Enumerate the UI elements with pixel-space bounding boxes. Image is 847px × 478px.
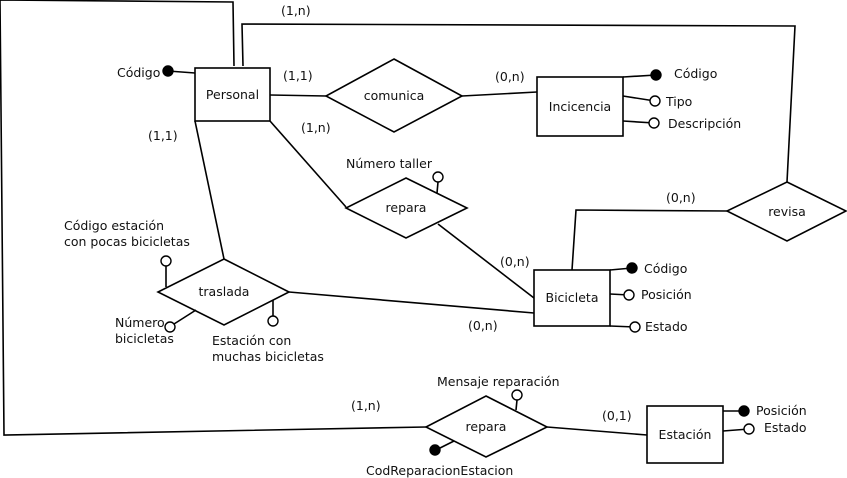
attribute-numero-taller: Número taller [346,156,444,194]
attribute-marker [160,255,172,267]
relation-repara-taller-label: repara [386,200,427,215]
attribute-cod-reparacion-estacion: CodReparacionEstacion [366,440,513,478]
cardinality-repara-estacion-estacion: (0,1) [602,408,632,423]
relation-comunica-label: comunica [364,88,425,103]
entity-personal[interactable]: Personal [194,67,271,122]
line-personal-comunica [269,94,327,97]
cardinality-traslada-personal: (1,1) [148,128,178,143]
line-revisa-bicicleta [571,209,728,271]
attribute-personal-codigo-label: Código [117,65,160,80]
attribute-estacion-destino-line1: Estación con [212,333,291,348]
key-attribute-marker [738,405,750,417]
attribute-incidencia-codigo: Código [622,66,717,81]
relation-repara-taller[interactable]: repara [344,177,469,239]
attribute-bicicleta-posicion-label: Posición [641,287,692,302]
attribute-marker [267,315,279,327]
attribute-mensaje-reparacion: Mensaje reparación [437,374,560,411]
relation-repara-estacion[interactable]: repara [424,395,549,458]
line-personal-repara [269,120,347,208]
line-traslada-bicicleta [288,291,535,314]
cardinality-traslada-bicicleta: (0,n) [468,318,498,333]
attribute-estacion-estado: Estado [722,420,807,435]
relation-comunica[interactable]: comunica [324,58,464,133]
attribute-cod-reparacion-estacion-label: CodReparacionEstacion [366,463,513,478]
cardinality-repara-personal: (1,n) [301,120,331,135]
attribute-numero-bicicletas: Número bicicletas [115,309,197,346]
cardinality-repara-estacion-personal: (1,n) [351,398,381,413]
attribute-estacion-estado-label: Estado [764,420,807,435]
line-personal-revisa [241,23,796,183]
line-repara-estacion [546,426,648,436]
attribute-marker [649,95,661,107]
attribute-marker [629,321,641,333]
attribute-incidencia-codigo-label: Código [674,66,717,81]
relation-traslada-label: traslada [199,284,250,299]
entity-estacion[interactable]: Estación [646,405,724,464]
attribute-incidencia-descripcion-label: Descripción [668,116,741,131]
relation-repara-estacion-label: repara [466,419,507,434]
attribute-codigo-estacion-line2: con pocas bicicletas [64,234,190,249]
key-attribute-marker [626,262,638,274]
attribute-estacion-posicion: Posición [723,403,807,418]
cardinality-revisa-personal: (1,n) [281,3,311,18]
attribute-bicicleta-codigo: Código [609,261,687,276]
relation-revisa-label: revisa [768,204,806,219]
entity-estacion-label: Estación [659,427,712,442]
entity-personal-label: Personal [206,87,259,102]
attribute-codigo-estacion-origen: Código estación con pocas bicicletas [64,218,190,287]
relation-traslada[interactable]: traslada [156,258,291,326]
attribute-numero-bicicletas-line2: bicicletas [115,331,174,346]
attribute-codigo-estacion-line1: Código estación [64,218,164,233]
line-personal-repara-estacion [0,0,427,436]
attribute-estacion-destino-line2: muchas bicicletas [212,349,324,364]
attribute-marker [432,171,444,183]
attribute-personal-codigo: Código [117,65,196,80]
attribute-incidencia-descripcion: Descripción [622,116,741,131]
attribute-bicicleta-estado: Estado [609,319,688,334]
entity-bicicleta-label: Bicicleta [546,290,599,305]
attribute-bicicleta-estado-label: Estado [645,319,688,334]
key-attribute-marker [650,69,662,81]
line-comunica-incidencia [461,91,538,97]
attribute-incidencia-tipo: Tipo [622,94,692,109]
relationship-lines [0,0,796,436]
key-attribute-marker [162,65,174,77]
attribute-incidencia-tipo-label: Tipo [665,94,692,109]
attribute-marker [648,117,660,129]
cardinalities: (1,n) (1,1) (0,n) (1,n) (1,1) (0,n) (0,n… [148,3,696,423]
attribute-numero-taller-label: Número taller [346,156,433,171]
entity-incidencia-label: Incicencia [549,99,611,114]
line-personal-traslada [194,120,225,260]
entity-bicicleta[interactable]: Bicicleta [533,269,611,327]
cardinality-comunica-personal: (1,1) [283,68,313,83]
cardinality-comunica-incidencia: (0,n) [495,69,525,84]
entity-incidencia[interactable]: Incicencia [536,76,624,137]
attribute-marker [511,389,523,401]
attribute-bicicleta-posicion: Posición [609,287,692,302]
cardinality-revisa-bicicleta: (0,n) [666,190,696,205]
attribute-mensaje-reparacion-label: Mensaje reparación [437,374,560,389]
attribute-marker [623,289,635,301]
attribute-numero-bicicletas-line1: Número [115,315,165,330]
relation-revisa[interactable]: revisa [725,181,847,242]
attribute-marker [164,321,176,333]
key-attribute-marker [429,444,441,456]
attribute-estacion-destino: Estación con muchas bicicletas [212,300,324,364]
attribute-estacion-posicion-label: Posición [756,403,807,418]
line-repara-bicicleta [437,223,535,299]
cardinality-repara-bicicleta: (0,n) [500,254,530,269]
attribute-marker [743,423,755,435]
attribute-bicicleta-codigo-label: Código [644,261,687,276]
